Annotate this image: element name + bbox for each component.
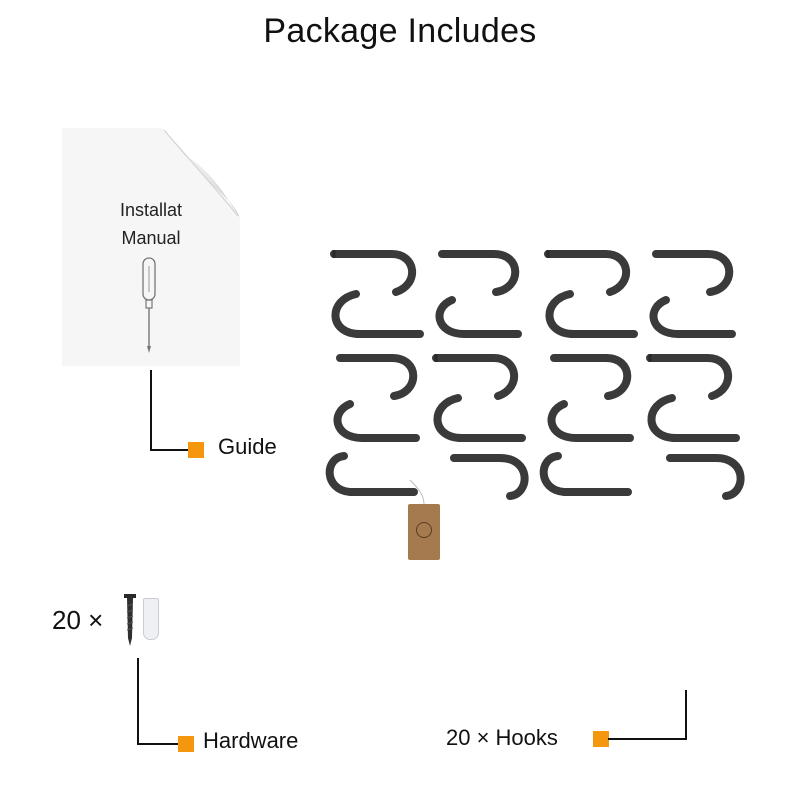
hook-icon <box>670 458 741 496</box>
guide-connector-horizontal <box>150 449 188 451</box>
tag-logo-icon <box>416 522 432 538</box>
hook-icon <box>650 354 736 438</box>
hardware-connector-horizontal <box>137 743 179 745</box>
hook-icon <box>334 250 420 334</box>
hook-icon <box>330 456 414 492</box>
hook-icon <box>548 250 634 334</box>
hooks-marker <box>593 731 609 747</box>
screw-icon <box>124 594 136 646</box>
hook-icon <box>552 358 631 438</box>
wall-anchor-icon <box>143 598 159 640</box>
guide-marker <box>188 442 204 458</box>
manual-title-line-1: Installat <box>119 200 183 220</box>
hook-icon <box>338 358 417 438</box>
page-curl-icon <box>162 128 240 218</box>
hook-icon <box>544 456 628 492</box>
installation-manual-image: Installat Manual <box>62 128 240 366</box>
hooks-connector-horizontal <box>608 738 687 740</box>
hardware-connector-vertical <box>137 658 139 745</box>
hooks-connector-vertical <box>685 690 687 740</box>
hook-icon <box>436 354 522 438</box>
manual-title-line-2: Manual <box>121 228 181 248</box>
screwdriver-icon <box>142 257 156 353</box>
manual-cover-text: Installat Manual <box>62 196 240 252</box>
guide-connector-vertical <box>150 370 152 451</box>
hardware-count: 20 × <box>52 605 104 635</box>
hooks-image <box>320 236 750 505</box>
guide-label: Guide <box>218 434 277 459</box>
page-title: Package Includes <box>263 12 537 50</box>
hardware-marker <box>178 736 194 752</box>
hooks-label: 20 × Hooks <box>446 725 558 750</box>
hardware-label: Hardware <box>203 728 299 753</box>
hook-icon <box>440 254 519 334</box>
hook-icon <box>454 458 525 496</box>
hook-icon <box>654 254 733 334</box>
tag-icon <box>408 504 440 560</box>
